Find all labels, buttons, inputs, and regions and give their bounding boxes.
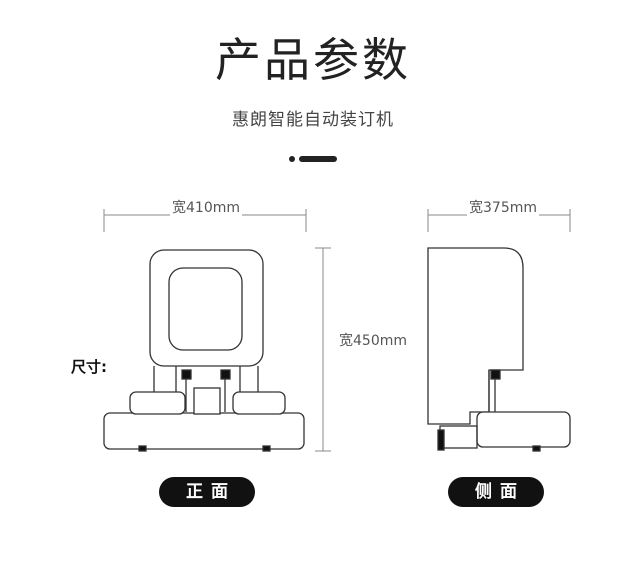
decorative-bar — [299, 156, 337, 162]
side-view-badge: 侧面 — [448, 477, 544, 507]
page-title: 产品参数 — [215, 33, 411, 87]
decorative-dot — [289, 156, 295, 162]
front-view-badge: 正面 — [159, 477, 255, 507]
height-label: 宽450mm — [337, 332, 409, 350]
side-tray — [439, 425, 478, 449]
front-center-slot — [193, 387, 221, 415]
front-view-drawing — [103, 249, 305, 452]
front-right-block — [232, 391, 286, 415]
side-front-foot — [437, 429, 445, 451]
front-left-block — [129, 391, 186, 415]
front-base — [103, 412, 305, 450]
front-right-knob — [220, 369, 231, 380]
side-base — [476, 411, 571, 448]
front-left-foot — [138, 445, 147, 452]
side-rear-foot — [532, 445, 541, 452]
size-label: 尺寸: — [71, 358, 107, 376]
dimension-lines — [103, 209, 571, 452]
side-knob — [490, 369, 501, 380]
side-main-body — [427, 247, 524, 425]
side-view-drawing — [427, 247, 571, 452]
front-left-knob — [181, 369, 192, 380]
front-neck-sides — [153, 366, 259, 392]
side-width-label: 宽375mm — [467, 199, 539, 217]
front-width-label: 宽410mm — [170, 199, 242, 217]
front-window — [168, 267, 243, 351]
front-right-foot — [262, 445, 271, 452]
product-name: 惠朗智能自动装订机 — [232, 110, 394, 130]
